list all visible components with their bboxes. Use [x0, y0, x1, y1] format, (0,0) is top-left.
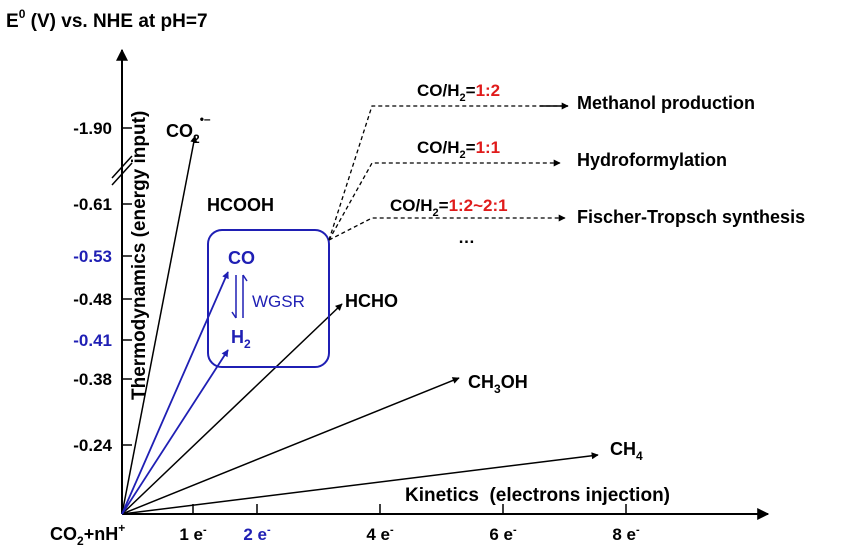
label-hcho: HCHO — [345, 291, 398, 311]
label-h2: H2 — [231, 327, 251, 351]
arrow-co — [121, 271, 229, 515]
label-hcooh: HCOOH — [207, 195, 274, 215]
target-methanol: Methanol production — [577, 93, 755, 113]
ratio-label-methanol: CO/H2=1:2 — [417, 81, 500, 104]
wgsr-equilibrium-icon — [231, 274, 248, 319]
y-tick-label: -0.53 — [73, 247, 112, 266]
y-tick-label: -0.61 — [73, 195, 112, 214]
y-tick-label: -0.48 — [73, 290, 112, 309]
y-tick-label: -0.38 — [73, 370, 112, 389]
ratio-label-fischer-tropsch: CO/H2=1:2~2:1 — [390, 196, 508, 219]
arrow-ch3oh — [121, 377, 460, 515]
arrow-ch4 — [121, 452, 599, 515]
y-axis-title: E0 (V) vs. NHE at pH=7 — [6, 7, 208, 32]
y-tick-label: -0.41 — [73, 331, 112, 350]
label-ch4: CH4 — [610, 439, 643, 463]
arrow-h2 — [121, 349, 229, 515]
x-tick-label: 1 e- — [179, 524, 207, 544]
y-tick-label: -1.90 — [73, 119, 112, 138]
x-axis-title: Kinetics (electrons injection) — [405, 485, 670, 506]
syngas-box — [207, 229, 330, 368]
y-axis-side-label: Thermodynamics (energy input) — [129, 111, 150, 400]
label-co: CO — [228, 248, 255, 268]
label-wgsr: WGSR — [252, 292, 305, 311]
label-co2-radical: CO2•– — [166, 112, 211, 146]
y-axis-break — [111, 155, 133, 186]
origin-label: CO2+nH+ — [50, 521, 125, 548]
y-tick-label: -0.24 — [73, 436, 112, 455]
route-line-methanol — [328, 105, 568, 241]
ratio-label-hydroformylation: CO/H2=1:1 — [417, 138, 500, 161]
route-line-hydroformylation — [328, 159, 561, 241]
more-routes-ellipsis: … — [458, 228, 475, 247]
x-tick-label: 8 e- — [612, 524, 640, 544]
y-ticks — [122, 127, 132, 446]
label-ch3oh: CH3OH — [468, 372, 528, 396]
target-fischer-tropsch: Fischer-Tropsch synthesis — [577, 207, 805, 227]
target-hydroformylation: Hydroformylation — [577, 150, 727, 170]
x-tick-label: 4 e- — [366, 524, 394, 544]
arrow-hcho — [121, 303, 343, 515]
arrow-co2-radical — [121, 135, 198, 515]
x-tick-label: 6 e- — [489, 524, 517, 544]
x-tick-label: 2 e- — [243, 524, 271, 544]
route-line-fischer-tropsch — [328, 214, 566, 241]
